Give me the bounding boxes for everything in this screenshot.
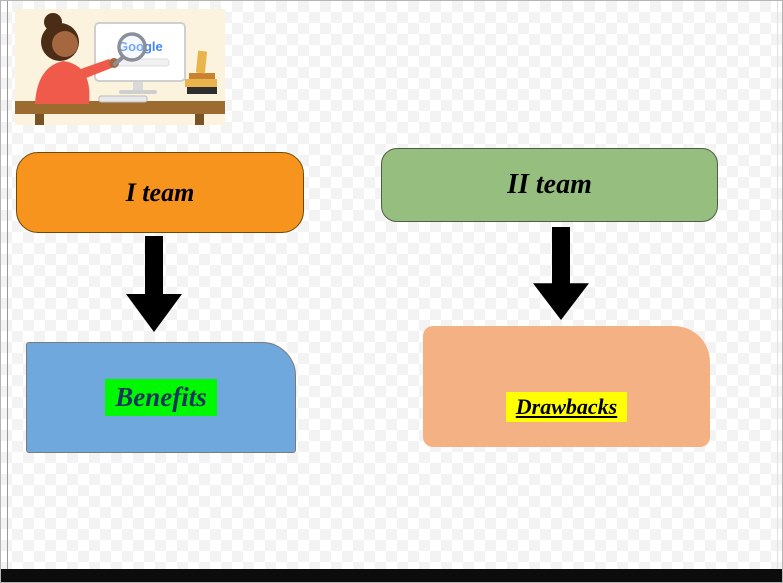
- team1-box[interactable]: I team: [16, 152, 304, 233]
- arm: [75, 59, 114, 80]
- down-arrow-right-shape: [533, 227, 589, 320]
- book: [187, 87, 217, 94]
- desk-leg: [35, 114, 44, 125]
- drawbacks-label: Drawbacks: [505, 392, 628, 423]
- book-upright: [195, 50, 208, 74]
- down-arrow-left-icon[interactable]: [119, 236, 189, 332]
- monitor-base: [119, 90, 157, 94]
- slide-left-border: [7, 1, 8, 582]
- benefits-box[interactable]: Benefits: [26, 342, 296, 453]
- desk-leg: [195, 114, 204, 125]
- drawbacks-box[interactable]: Drawbacks: [423, 326, 710, 447]
- team2-label: II team: [507, 169, 592, 200]
- magnifying-glass-icon: [117, 32, 147, 62]
- down-arrow-right-icon[interactable]: [526, 227, 596, 320]
- book: [185, 79, 217, 87]
- face: [52, 31, 78, 57]
- desk: [15, 101, 225, 114]
- team2-box[interactable]: II team: [381, 148, 718, 222]
- down-arrow-left-shape: [126, 236, 182, 332]
- keyboard: [98, 95, 148, 103]
- benefits-label: Benefits: [105, 379, 217, 416]
- clipart-woman-searching-image[interactable]: Google: [15, 9, 225, 125]
- book: [189, 73, 215, 79]
- bottom-bar: [1, 569, 782, 582]
- magnifying-glass-handle: [113, 55, 125, 66]
- monitor-stand: [133, 81, 143, 90]
- team1-label: I team: [125, 177, 195, 207]
- slide-right-border: [777, 1, 778, 582]
- google-logo-text: Google: [118, 39, 163, 54]
